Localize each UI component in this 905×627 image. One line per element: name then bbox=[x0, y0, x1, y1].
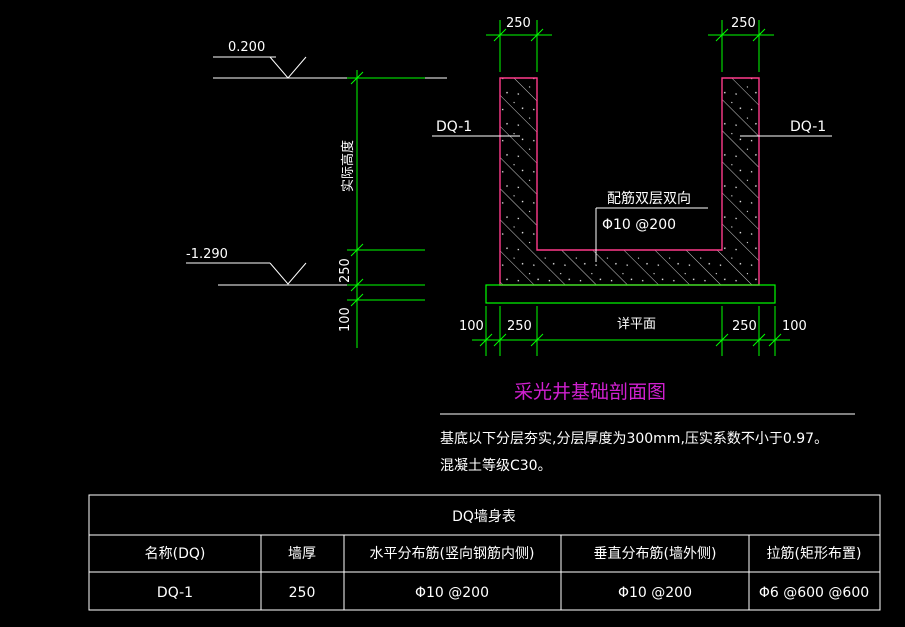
base-dim-100: 100 bbox=[338, 307, 353, 332]
table-header-vertical: 垂直分布筋(墙外侧) bbox=[594, 545, 717, 562]
drawing-title: 采光井基础剖面图 bbox=[514, 381, 666, 403]
table-cell-tie: Φ6 @600 @600 bbox=[759, 585, 869, 601]
bottom-dim-2: 250 bbox=[507, 319, 532, 334]
table-cell-vertical: Φ10 @200 bbox=[618, 585, 692, 601]
table-cell-thickness: 250 bbox=[289, 585, 316, 601]
top-dim-left-label: 250 bbox=[506, 16, 531, 31]
table-title: DQ墙身表 bbox=[452, 509, 516, 525]
vertical-dimension-chain bbox=[347, 70, 425, 348]
top-dimension-right bbox=[708, 20, 774, 72]
elevation-marker-top: 0.200 bbox=[213, 40, 447, 79]
actual-height-label: 实际高度 bbox=[340, 140, 356, 192]
table-header-tie: 拉筋(矩形布置) bbox=[767, 545, 862, 562]
concrete-section bbox=[499, 77, 760, 286]
table-cell-horizontal: Φ10 @200 bbox=[415, 585, 489, 601]
note-line-2: 混凝土等级C30。 bbox=[440, 457, 552, 474]
bottom-dim-5: 100 bbox=[782, 319, 807, 334]
table-header-thickness: 墙厚 bbox=[288, 546, 316, 562]
dq-table bbox=[88, 494, 881, 611]
bottom-dim-3: 详平面 bbox=[617, 317, 656, 332]
base-cushion bbox=[485, 284, 776, 304]
top-dimension-left bbox=[486, 20, 552, 72]
rebar-note: 配筋双层双向 bbox=[607, 190, 691, 207]
bottom-dim-4: 250 bbox=[732, 319, 757, 334]
bottom-dim-1: 100 bbox=[459, 319, 484, 334]
table-header-name: 名称(DQ) bbox=[145, 546, 206, 562]
base-dim-250: 250 bbox=[338, 258, 353, 283]
elevation-top-label: 0.200 bbox=[228, 40, 265, 55]
elevation-marker-bottom: -1.290 bbox=[186, 247, 425, 286]
table-header-horizontal: 水平分布筋(竖向钢筋内侧) bbox=[370, 545, 535, 562]
wall-label-right: DQ-1 bbox=[790, 119, 826, 135]
rebar-spec: Φ10 @200 bbox=[602, 217, 676, 233]
wall-label-left: DQ-1 bbox=[436, 119, 472, 135]
top-dim-right-label: 250 bbox=[731, 16, 756, 31]
rebar-leader bbox=[595, 207, 708, 262]
elevation-bottom-label: -1.290 bbox=[186, 247, 228, 262]
bottom-dimension-chain bbox=[472, 306, 790, 356]
note-line-1: 基底以下分层夯实,分层厚度为300mm,压实系数不小于0.97。 bbox=[440, 430, 828, 447]
table-cell-name: DQ-1 bbox=[157, 585, 193, 601]
